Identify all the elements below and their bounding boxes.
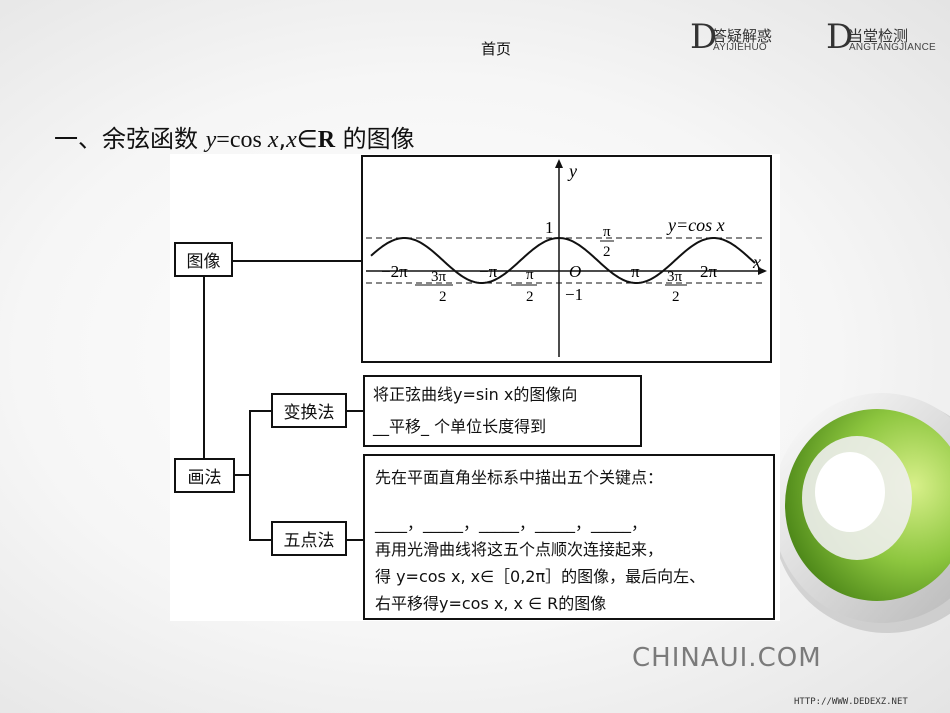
tick-neg-pi2-den: 2 — [526, 289, 534, 305]
five-point-line-1: 先在平面直角坐标系中描出五个关键点： — [375, 468, 664, 487]
connector-line — [346, 539, 364, 541]
section-heading: 一、余弦函数 y=cos x,x∈R 的图像 — [54, 125, 415, 153]
five-point-line-2: ____，_____，_____，_____，_____， — [375, 514, 648, 533]
label-one: 1 — [545, 218, 554, 237]
answer-label: 答疑解惑 — [712, 27, 773, 45]
tick-neg-pi2-num: π — [526, 267, 534, 283]
nav-quiz-button[interactable]: D 当堂检测 ANGTANGJIANCE — [826, 17, 941, 57]
transform-description-box: 将正弦曲线y=sin x的图像向 __平移_ 个单位长度得到 — [363, 375, 642, 447]
tick-2pi: 2π — [700, 262, 718, 281]
y-axis-label: y — [567, 161, 577, 181]
tick-pi2-num: π — [603, 224, 611, 240]
transform-line-1: 将正弦曲线y=sin x的图像向 — [373, 385, 578, 404]
cosine-curve — [370, 236, 756, 284]
connector-line — [249, 410, 251, 540]
quiz-logo-letter: D — [826, 17, 854, 57]
tick-pi: π — [631, 262, 640, 281]
connector-line — [249, 410, 272, 412]
connector-line — [232, 260, 362, 262]
brand-watermark: CHINAUI.COM — [632, 643, 822, 673]
origin-label: O — [569, 262, 581, 281]
quiz-pinyin: ANGTANGJIANCE — [849, 42, 936, 53]
draw-method-label-box: 画法 — [174, 458, 235, 493]
connector-line — [235, 474, 250, 476]
five-point-line-5: 右平移得y=cos x, x ∈ R的图像 — [375, 594, 607, 613]
quiz-label: 当堂检测 — [848, 27, 909, 45]
tick-neg-2pi: −2π — [381, 262, 408, 281]
cosine-graph-svg: y x 1 −1 O y=cos x −2π 3π 2 −π π 2 π 2 π… — [366, 159, 767, 357]
cosine-graph: y x 1 −1 O y=cos x −2π 3π 2 −π π 2 π 2 π… — [361, 155, 772, 363]
answer-pinyin: AYIJIEHUO — [713, 42, 767, 53]
tick-neg-3pi2-num: 3π — [431, 269, 447, 285]
nav-answer-button[interactable]: D 答疑解惑 AYIJIEHUO — [690, 17, 790, 57]
connector-line — [346, 410, 364, 412]
tick-3pi2-num: 3π — [667, 269, 683, 285]
answer-logo-letter: D — [690, 17, 718, 57]
tick-neg-3pi2-den: 2 — [439, 289, 447, 305]
y-axis-arrow-icon — [555, 159, 563, 168]
five-point-description-box: 先在平面直角坐标系中描出五个关键点： ____，_____，_____，____… — [363, 454, 775, 620]
x-axis-arrow-icon — [758, 267, 767, 275]
curve-label: y=cos x — [666, 215, 725, 235]
tick-3pi2-den: 2 — [672, 289, 680, 305]
five-point-method-box: 五点法 — [271, 521, 347, 556]
graph-label-box: 图像 — [174, 242, 233, 277]
tick-neg-pi: −π — [479, 262, 498, 281]
five-point-line-4: 得 y=cos x, x∈［0,2π］的图像，最后向左、 — [375, 567, 706, 586]
transform-method-box: 变换法 — [271, 393, 347, 428]
tick-pi2-den: 2 — [603, 244, 611, 260]
home-link[interactable]: 首页 — [481, 40, 512, 58]
connector-line — [203, 276, 205, 460]
x-axis-label: x — [752, 252, 761, 272]
decorative-disc-icon — [772, 393, 950, 633]
five-point-line-3: 再用光滑曲线将这五个点顺次连接起来， — [375, 540, 664, 559]
connector-line — [249, 539, 272, 541]
site-url: HTTP://WWW.DEDEXZ.NET — [794, 697, 908, 707]
label-neg-one: −1 — [565, 285, 583, 304]
transform-line-2: __平移_ 个单位长度得到 — [373, 417, 547, 436]
